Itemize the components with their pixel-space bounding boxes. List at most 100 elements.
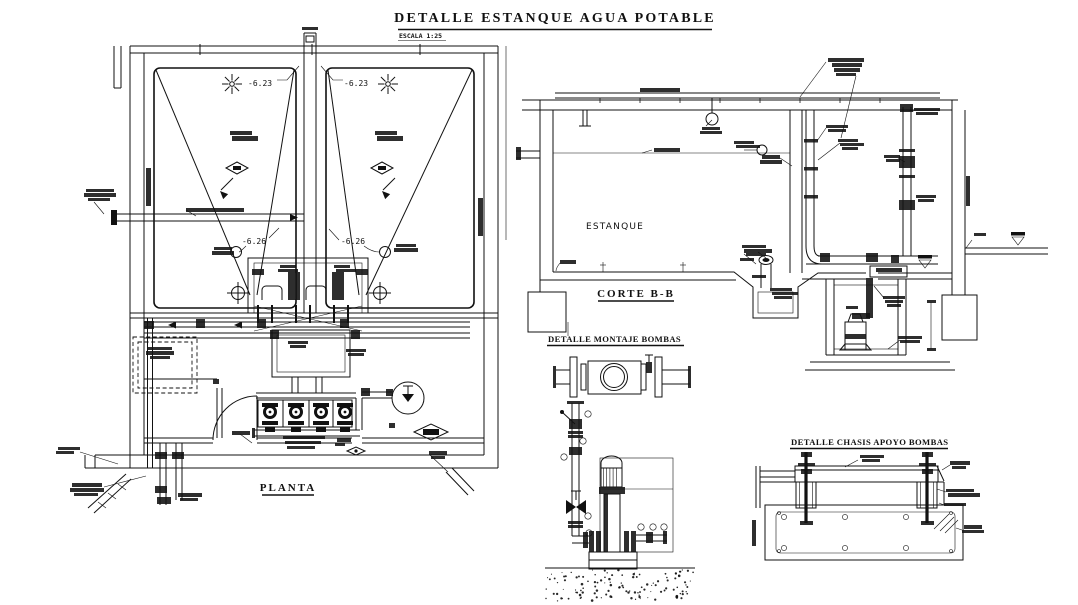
dashed-pit-outline bbox=[132, 336, 198, 394]
pump-flange bbox=[288, 421, 304, 425]
flow-arrow-icon bbox=[234, 321, 242, 329]
rebar-circle bbox=[949, 511, 953, 515]
annotation-smudge bbox=[232, 136, 258, 141]
concrete-dot bbox=[651, 584, 653, 586]
annotation-smudge bbox=[429, 451, 447, 455]
leader-line bbox=[905, 109, 915, 112]
annotation-smudge bbox=[883, 296, 905, 299]
annotation-smudge bbox=[155, 486, 167, 493]
annotation-smudge bbox=[604, 494, 608, 552]
annotation-smudge bbox=[900, 340, 920, 343]
annotation-smudge bbox=[862, 459, 880, 462]
concrete-dot bbox=[580, 589, 582, 592]
annotation-smudge bbox=[898, 336, 922, 339]
annotation-smudge bbox=[646, 362, 652, 373]
concrete-dot bbox=[595, 596, 598, 599]
pump-mount-detail: DETALLE MONTAJE BOMBAS bbox=[545, 322, 695, 570]
annotation-smudge bbox=[772, 292, 798, 295]
leader-line bbox=[320, 65, 343, 81]
concrete-dot bbox=[654, 598, 657, 601]
concrete-dot bbox=[564, 575, 567, 578]
leader-line bbox=[93, 201, 105, 215]
annotation-smudge bbox=[836, 73, 856, 76]
concrete-dot bbox=[582, 575, 585, 578]
concrete-dot bbox=[654, 584, 657, 587]
concrete-dot bbox=[639, 591, 641, 593]
concrete-dot bbox=[674, 577, 677, 580]
concrete-dot bbox=[609, 581, 611, 583]
concrete-dot bbox=[552, 592, 555, 595]
concrete-dot bbox=[672, 588, 675, 591]
annotation-smudge bbox=[631, 531, 636, 552]
annotation-smudge bbox=[927, 348, 936, 351]
concrete-dot bbox=[621, 574, 624, 576]
annotation-smudge bbox=[252, 428, 255, 438]
concrete-dot bbox=[679, 592, 682, 595]
annotation-smudge bbox=[974, 233, 986, 236]
pump-flange bbox=[265, 427, 275, 432]
callout-diamond bbox=[412, 423, 450, 441]
concrete-dot bbox=[638, 595, 641, 599]
concrete-dot bbox=[681, 592, 684, 596]
pump-elevation-view bbox=[545, 403, 695, 570]
leader-line bbox=[955, 527, 963, 531]
concrete-dot bbox=[580, 596, 582, 599]
rebar-circle bbox=[781, 545, 787, 551]
annotation-smudge bbox=[918, 199, 934, 202]
annotation-smudge bbox=[828, 129, 846, 132]
annotation-smudge bbox=[774, 296, 792, 299]
annotation-smudge bbox=[288, 272, 300, 300]
annotation-smudge bbox=[84, 193, 116, 197]
concrete-dot bbox=[553, 577, 556, 580]
concrete-dot bbox=[625, 590, 628, 593]
concrete-dot bbox=[606, 572, 608, 574]
plan-view: -6.23 -6.23 -6.26 -6.26 bbox=[84, 32, 507, 514]
annotation-smudge bbox=[569, 447, 582, 455]
elevation-floor-right: -6.26 bbox=[341, 237, 365, 246]
annotation-smudge bbox=[389, 423, 395, 428]
annotation-smudge bbox=[734, 141, 754, 144]
concrete-dot bbox=[675, 572, 677, 575]
concrete-dot bbox=[618, 586, 621, 589]
flow-arrow-icon bbox=[220, 191, 229, 200]
concrete-dot bbox=[575, 591, 577, 594]
leader-line bbox=[328, 228, 340, 241]
annotation-smudge bbox=[845, 334, 866, 339]
part-balloon bbox=[649, 523, 657, 531]
concrete-dot bbox=[622, 586, 625, 589]
annotation-smudge bbox=[351, 330, 360, 339]
level-bar bbox=[1011, 232, 1025, 236]
annotation-smudge bbox=[964, 525, 982, 529]
annotation-smudge bbox=[290, 345, 306, 348]
concrete-dot bbox=[632, 573, 635, 576]
concrete-dot bbox=[637, 592, 639, 594]
concrete-dot bbox=[639, 598, 641, 600]
annotation-smudge bbox=[257, 319, 266, 328]
sun-symbol bbox=[378, 74, 398, 94]
annotation-smudge bbox=[916, 112, 938, 115]
concrete-dot bbox=[592, 569, 594, 571]
leader-line bbox=[936, 488, 947, 493]
leader-line bbox=[239, 433, 253, 444]
leader-line bbox=[844, 459, 859, 468]
concrete-dot bbox=[560, 597, 563, 600]
annotation-smudge bbox=[744, 249, 772, 253]
rebar-circle bbox=[777, 511, 781, 515]
leader-line bbox=[705, 119, 713, 127]
concrete-dot bbox=[675, 594, 679, 598]
annotation-smudge bbox=[828, 58, 864, 62]
annotation-smudge bbox=[834, 68, 860, 72]
annotation-smudge bbox=[302, 27, 318, 30]
annotation-smudge bbox=[270, 330, 279, 339]
concrete-dot bbox=[545, 588, 547, 590]
concrete-dot bbox=[563, 575, 566, 578]
concrete-dot bbox=[604, 582, 606, 584]
door-swing-arc bbox=[212, 395, 258, 441]
concrete-dot bbox=[600, 597, 602, 599]
annotation-smudge bbox=[478, 198, 483, 236]
annotation-smudge bbox=[346, 349, 366, 352]
annotation-smudge bbox=[213, 379, 219, 384]
annotation-smudge bbox=[838, 139, 858, 142]
concrete-dot bbox=[681, 569, 683, 571]
section-view: ESTANQUE CORTE B-B bbox=[516, 92, 1048, 371]
